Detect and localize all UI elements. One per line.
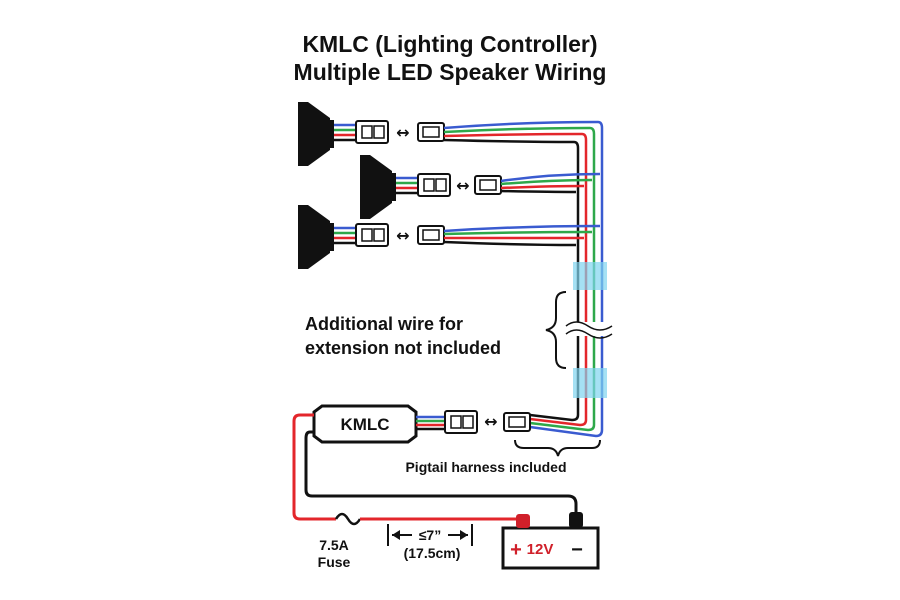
- distance-dimension: [387, 524, 473, 546]
- distance-label-line1: ≤7”: [419, 527, 441, 543]
- battery-positive-label: 12V: [527, 541, 554, 558]
- connector-female-icon: [474, 175, 502, 195]
- extension-highlight-bottom: [573, 368, 607, 398]
- connector-male-icon: [444, 410, 478, 434]
- extension-highlight-top: [573, 262, 607, 290]
- connector-female-icon: [417, 122, 445, 142]
- fuse-icon: [334, 512, 362, 526]
- diagram-title-line1: KMLC (Lighting Controller): [302, 31, 597, 57]
- connector-female-icon: [503, 412, 531, 432]
- negative-wire: [304, 430, 578, 514]
- speaker-icon: [298, 205, 330, 269]
- controller-label: KMLC: [340, 415, 389, 434]
- extension-label-line1: Additional wire for: [305, 314, 463, 334]
- wire-bus: [443, 120, 604, 438]
- battery-negative-symbol: −: [571, 539, 583, 561]
- brace-icon: [514, 439, 601, 457]
- speaker-icon: [298, 102, 330, 166]
- speaker-icon: [360, 155, 392, 219]
- wire-break-mark: [565, 321, 613, 339]
- connector-arrow: ↔: [484, 412, 497, 431]
- distance-label-line2: (17.5cm): [404, 545, 461, 561]
- connector-female-icon: [417, 225, 445, 245]
- pigtail-label: Pigtail harness included: [405, 459, 566, 475]
- connector-male-icon: [355, 223, 389, 247]
- speaker-2: ↔: [360, 155, 502, 219]
- kmlc-controller: KMLC ↔: [312, 404, 531, 444]
- connector-arrow: ↔: [396, 123, 409, 142]
- extension-label-line2: extension not included: [305, 338, 501, 358]
- battery-icon: [501, 512, 600, 570]
- connector-arrow: ↔: [396, 226, 409, 245]
- fuse-label-line1: 7.5A: [319, 537, 349, 553]
- connector-male-icon: [355, 120, 389, 144]
- diagram-title-line2: Multiple LED Speaker Wiring: [294, 59, 607, 85]
- battery-plus-symbol: +: [510, 539, 522, 561]
- speaker-3: ↔: [298, 205, 445, 269]
- brace-icon: [545, 291, 567, 369]
- speaker-1: ↔: [298, 102, 445, 166]
- connector-male-icon: [417, 173, 451, 197]
- connector-arrow: ↔: [456, 176, 469, 195]
- fuse-label-line2: Fuse: [318, 554, 351, 570]
- positive-wire: [292, 413, 336, 521]
